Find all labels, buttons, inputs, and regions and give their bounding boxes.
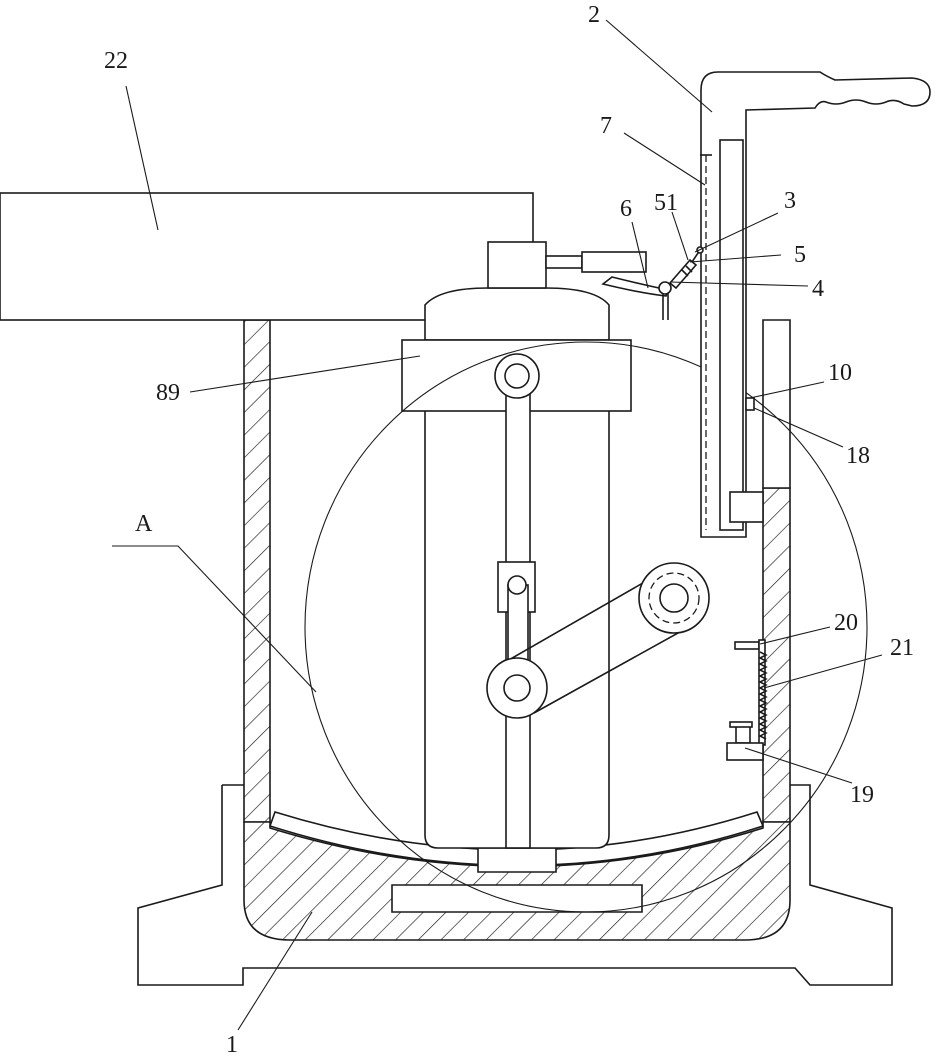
label-6: 6 [620,196,632,222]
label-3: 3 [784,188,796,214]
label-20: 20 [834,610,858,636]
label-19: 19 [850,782,874,808]
label-5: 5 [794,242,806,268]
label-A: A [135,511,153,537]
spring-assembly [727,640,766,760]
label-10: 10 [828,360,852,386]
label-4: 4 [812,276,824,302]
label-89: 89 [156,380,180,406]
label-21: 21 [890,635,914,661]
inner-cylinder [425,242,646,848]
label-51: 51 [654,190,678,216]
label-7: 7 [600,113,612,139]
label-1: 1 [226,1032,238,1056]
label-2: 2 [588,2,600,28]
label-22: 22 [104,48,128,74]
label-18: 18 [846,443,870,469]
handle-bar-2 [700,72,930,537]
